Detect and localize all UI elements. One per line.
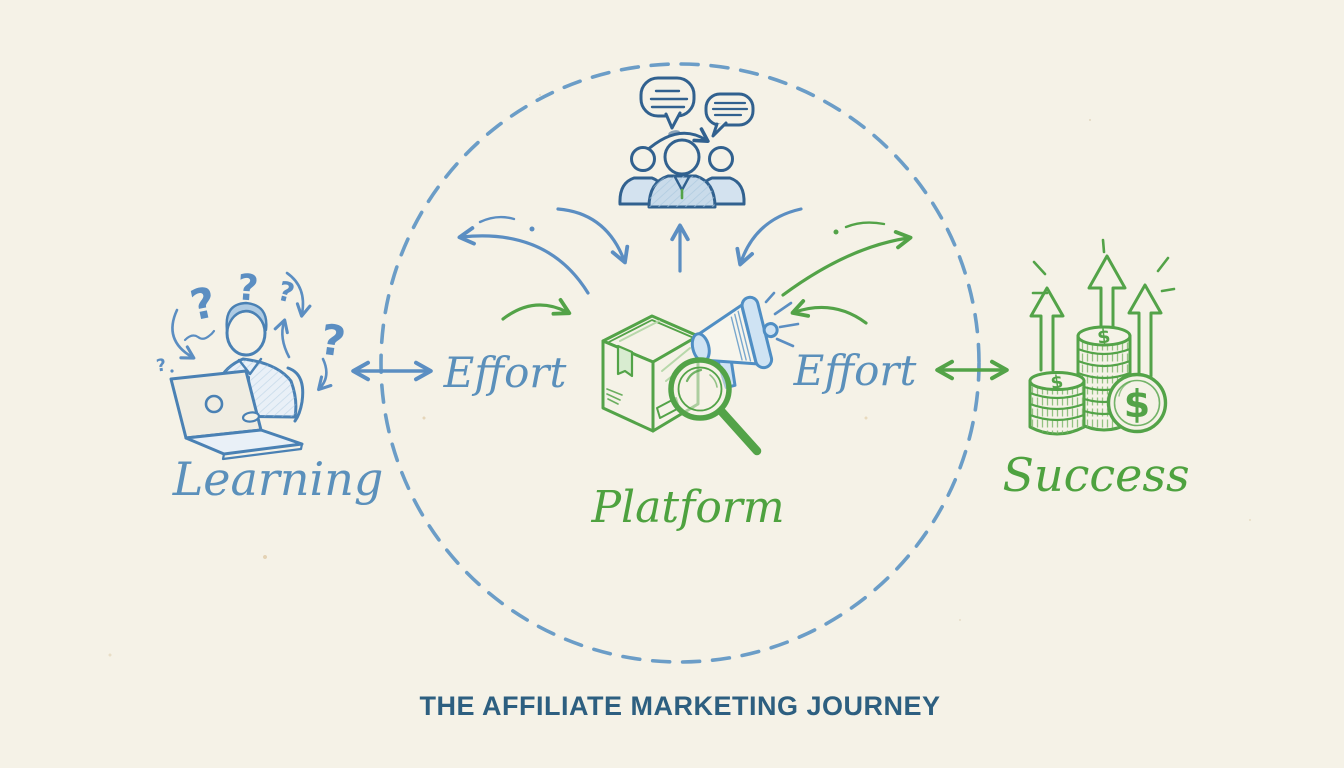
question-mark-glyph: ?: [318, 315, 349, 367]
arrow-green-outward-right-icon: [781, 230, 913, 297]
arrow-green-to-megaphone-icon: [790, 299, 868, 325]
question-mark-glyph: ?: [155, 355, 168, 376]
member-middle-head: [663, 138, 701, 176]
speech-bubble-left-lines: [649, 89, 689, 109]
speech-bubble-tail: [711, 121, 728, 138]
success-node-label: Success: [1002, 448, 1190, 502]
confusion-arrows: [171, 271, 333, 392]
magnifier-icon: [668, 357, 762, 456]
person-hair: [225, 301, 268, 332]
arrow-accent-stroke-icon: [478, 215, 516, 224]
question-mark-glyph: ?: [275, 276, 298, 310]
arrow-inward-downleft-icon: [735, 207, 803, 267]
laptop-logo: [204, 394, 224, 414]
magnifier-handle: [717, 407, 762, 456]
flow-arrows: [457, 207, 913, 325]
box-tape-ribbon: [616, 344, 634, 378]
dollar-glyph: $: [1049, 371, 1064, 394]
megaphone-sound-dashes: [764, 291, 800, 348]
dollar-coin-icon: $: [1106, 372, 1168, 434]
arrow-inward-downright-icon: [556, 207, 630, 265]
pencil-scribble: [183, 329, 216, 342]
chair-back: [286, 366, 305, 423]
platform-node-label: Platform: [591, 482, 785, 533]
collar: [237, 357, 263, 376]
community-icon: [618, 76, 755, 209]
magnifier-ring: [668, 357, 732, 421]
learning-icon: ? ? ? ? ?: [155, 267, 349, 461]
box-lid-seam: [606, 319, 695, 344]
hand: [241, 411, 261, 423]
effort-left-edge-label: Effort: [443, 348, 567, 397]
arrow-accent-stroke-icon: [844, 221, 886, 229]
accent-dot: [529, 226, 535, 232]
speech-bubble-left-icon: [639, 76, 696, 118]
diagram-title: THE AFFILIATE MARKETING JOURNEY: [419, 691, 941, 721]
laptop-base-edge: [221, 442, 304, 461]
arrow-outward-left-icon: [457, 226, 590, 295]
learning-node-label: Learning: [172, 452, 384, 506]
box-hatch-lines: [606, 388, 623, 405]
sparkle-dashes: [1031, 238, 1176, 295]
megaphone-icon: [690, 295, 779, 390]
growth-arrows-icon: [1029, 254, 1163, 378]
accent-dot: [833, 229, 839, 235]
arrow-green-to-box-icon: [501, 298, 572, 321]
member-left-head: [630, 146, 656, 172]
magnifier-glint: [685, 368, 703, 383]
effort-right-edge-label: Effort: [793, 346, 917, 395]
megaphone-knob: [762, 322, 779, 339]
dollar-glyph: $: [1096, 325, 1111, 348]
dollar-glyph: $: [1124, 382, 1150, 426]
platform-icon: [601, 291, 800, 456]
magnifier-inner-ring: [677, 366, 723, 412]
success-icon: $ $ $: [1028, 238, 1176, 436]
coin-stack-short-icon: $: [1028, 371, 1086, 436]
laptop-screen: [169, 369, 263, 440]
accent-dot: [170, 369, 174, 373]
question-mark-glyph: ?: [236, 267, 260, 309]
scribble-accent: [668, 130, 680, 136]
member-right-head: [708, 146, 734, 172]
question-mark-glyph: ?: [186, 277, 220, 330]
speech-bubble-right-lines: [711, 101, 749, 117]
speech-bubble-tail: [664, 111, 682, 130]
magnifier-glint: [709, 374, 718, 388]
